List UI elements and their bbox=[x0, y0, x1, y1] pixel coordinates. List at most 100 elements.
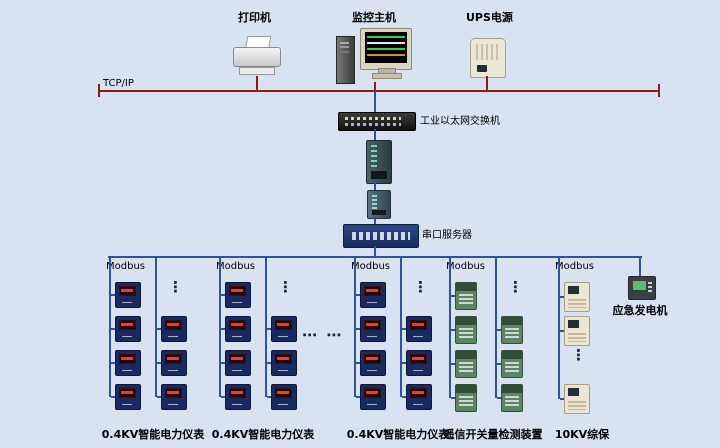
ethernet-switch-icon bbox=[338, 112, 416, 131]
tcpip-bus-endcap-left bbox=[98, 84, 100, 97]
printer-connector-line bbox=[256, 76, 258, 90]
device-stub-line bbox=[497, 329, 501, 331]
meter-device-icon bbox=[115, 350, 141, 376]
device-stub-line bbox=[451, 329, 455, 331]
meter-device-icon bbox=[360, 316, 386, 342]
ellipsis-vertical: ⋮ bbox=[413, 278, 428, 296]
monitor-base bbox=[372, 73, 402, 79]
ellipsis-vertical: ⋮ bbox=[508, 278, 523, 296]
device-stub-line bbox=[221, 294, 225, 296]
media-converter-icon bbox=[366, 140, 392, 184]
connector-line bbox=[374, 129, 376, 140]
meter-device-icon bbox=[115, 316, 141, 342]
serial-server-icon bbox=[343, 224, 419, 248]
column-line bbox=[558, 256, 560, 399]
meter-device-icon bbox=[271, 350, 297, 376]
meter-device-icon bbox=[406, 350, 432, 376]
io-device-icon bbox=[455, 316, 477, 344]
host-connector-line bbox=[374, 82, 376, 90]
io-device-icon bbox=[455, 282, 477, 310]
meter-device-icon bbox=[161, 384, 187, 410]
group-label: 0.4KV智能电力仪表 bbox=[211, 428, 315, 441]
group-label: 0.4KV智能电力仪表 bbox=[346, 428, 450, 441]
meter-device-icon bbox=[115, 384, 141, 410]
device-stub-line bbox=[451, 363, 455, 365]
tcpip-bus-line bbox=[98, 90, 660, 92]
device-stub-line bbox=[356, 328, 360, 330]
modbus-bus-label: Modbus bbox=[106, 261, 145, 272]
device-stub-line bbox=[267, 328, 271, 330]
connector-line bbox=[374, 182, 376, 190]
device-stub-line bbox=[560, 296, 564, 298]
tcpip-bus-endcap-right bbox=[658, 84, 660, 97]
meter-device-icon bbox=[360, 350, 386, 376]
modbus-group: Modbus ⋮ 0.4KV智能电力仪表 bbox=[346, 256, 450, 448]
monitoring-host-icon bbox=[336, 28, 416, 84]
device-stub-line bbox=[111, 294, 115, 296]
emergency-generator-label: 应急发电机 bbox=[612, 304, 668, 317]
relay-device-icon bbox=[564, 282, 590, 312]
modbus-trunk-line bbox=[108, 256, 642, 258]
column-line bbox=[109, 256, 111, 397]
meter-device-icon bbox=[271, 384, 297, 410]
device-stub-line bbox=[157, 396, 161, 398]
device-stub-line bbox=[221, 362, 225, 364]
modbus-bus-label: Modbus bbox=[351, 261, 390, 272]
column-line bbox=[449, 256, 451, 398]
device-stub-line bbox=[560, 330, 564, 332]
monitor-screen bbox=[365, 32, 407, 63]
ups-label: UPS电源 bbox=[466, 11, 513, 24]
device-stub-line bbox=[451, 397, 455, 399]
modbus-bus-label: Modbus bbox=[216, 261, 255, 272]
monitor-icon bbox=[360, 28, 412, 70]
computer-tower-icon bbox=[336, 36, 355, 84]
column-line bbox=[400, 256, 402, 397]
device-stub-line bbox=[356, 396, 360, 398]
device-stub-line bbox=[221, 396, 225, 398]
device-stub-line bbox=[267, 396, 271, 398]
meter-device-icon bbox=[225, 384, 251, 410]
relay-device-icon bbox=[564, 316, 590, 346]
column-line bbox=[495, 256, 497, 398]
device-stub-line bbox=[402, 362, 406, 364]
device-stub-line bbox=[356, 294, 360, 296]
tcpip-label: TCP/IP bbox=[103, 78, 134, 89]
group-label: 遥信开关量检测装置 bbox=[443, 428, 543, 441]
io-device-icon bbox=[455, 350, 477, 378]
meter-device-icon bbox=[225, 316, 251, 342]
media-converter-small-icon bbox=[367, 190, 391, 219]
serial-server-label: 串口服务器 bbox=[422, 230, 472, 241]
ups-connector-line bbox=[486, 76, 488, 90]
modbus-bus-label: Modbus bbox=[555, 261, 594, 272]
device-stub-line bbox=[402, 396, 406, 398]
column-line bbox=[354, 256, 356, 397]
modbus-group: Modbus⋮10KV综保 bbox=[552, 256, 612, 448]
printer-output-slot bbox=[239, 67, 275, 75]
device-stub-line bbox=[111, 362, 115, 364]
io-device-icon bbox=[455, 384, 477, 412]
io-device-icon bbox=[501, 350, 523, 378]
column-line bbox=[219, 256, 221, 397]
io-device-icon bbox=[501, 384, 523, 412]
device-stub-line bbox=[560, 398, 564, 400]
meter-device-icon bbox=[406, 316, 432, 342]
device-stub-line bbox=[497, 397, 501, 399]
ellipsis-horizontal: ⋯ ⋯ bbox=[302, 326, 344, 344]
device-stub-line bbox=[157, 362, 161, 364]
device-stub-line bbox=[356, 362, 360, 364]
device-stub-line bbox=[497, 363, 501, 365]
modbus-group: Modbus⋮0.4KV智能电力仪表 bbox=[102, 256, 204, 448]
printer-body bbox=[233, 47, 281, 67]
meter-device-icon bbox=[115, 282, 141, 308]
printer-icon bbox=[233, 36, 281, 76]
generator-connector-line bbox=[639, 256, 641, 276]
ellipsis-vertical: ⋮ bbox=[168, 278, 183, 296]
device-stub-line bbox=[111, 396, 115, 398]
meter-device-icon bbox=[225, 282, 251, 308]
device-stub-line bbox=[451, 295, 455, 297]
modbus-group: Modbus⋮0.4KV智能电力仪表 bbox=[211, 256, 315, 448]
connector-line bbox=[374, 217, 376, 224]
host-label: 监控主机 bbox=[352, 11, 396, 24]
ellipsis-vertical: ⋮ bbox=[571, 346, 586, 364]
